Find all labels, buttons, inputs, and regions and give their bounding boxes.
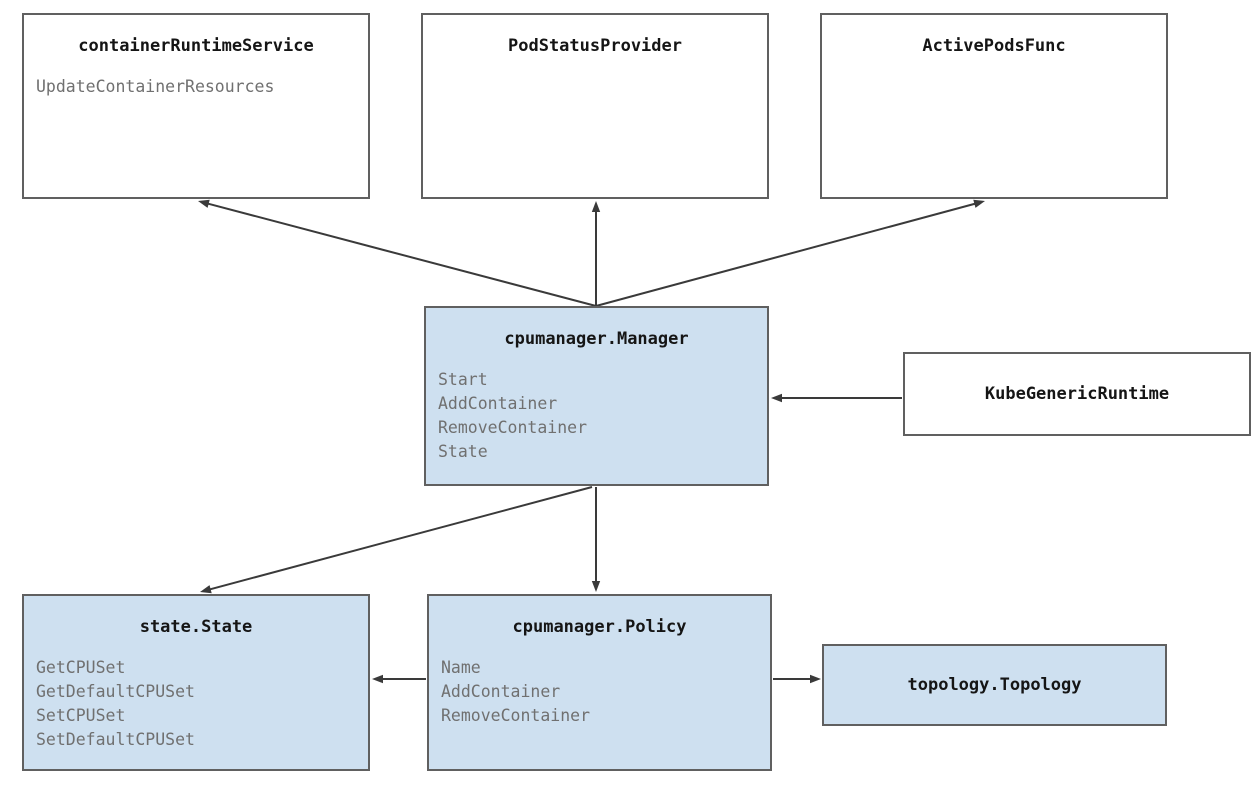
class-node-title: cpumanager.Manager — [504, 329, 689, 349]
arrow-head — [372, 674, 383, 684]
class-node-method: State — [438, 442, 488, 461]
arrow-line — [206, 202, 597, 307]
class-node-method: RemoveContainer — [438, 418, 588, 437]
arrow-line — [208, 486, 593, 591]
arrow-policy-to-topology — [773, 674, 821, 684]
arrow-head — [198, 199, 210, 208]
class-node-title: ActivePodsFunc — [922, 36, 1066, 56]
class-node-method: AddContainer — [438, 394, 558, 413]
class-node-title: topology.Topology — [907, 675, 1082, 695]
class-node-kube-generic-runtime: KubeGenericRuntime — [903, 352, 1251, 436]
arrow-head — [591, 201, 601, 212]
class-node-pod-status-provider: PodStatusProvider — [421, 13, 769, 199]
arrow-head — [810, 674, 821, 684]
arrow-line — [595, 202, 977, 307]
arrow-manager-to-pod-status-provider — [591, 201, 601, 306]
class-node-method: Start — [438, 370, 488, 389]
arrow-head — [200, 585, 212, 594]
arrow-head — [591, 581, 601, 592]
class-node-method: Name — [441, 658, 481, 677]
class-node-method: UpdateContainerResources — [36, 77, 275, 96]
arrow-manager-to-container-runtime-service — [198, 199, 597, 307]
class-node-method: SetCPUSet — [36, 706, 126, 725]
class-node-title: KubeGenericRuntime — [984, 384, 1170, 404]
class-node-title: state.State — [139, 617, 253, 637]
arrow-manager-to-active-pods-func — [595, 199, 985, 307]
class-node-topology-topology: topology.Topology — [822, 644, 1167, 726]
arrow-kube-generic-runtime-to-manager — [771, 393, 902, 403]
class-node-method: AddContainer — [441, 682, 561, 701]
class-node-method: RemoveContainer — [441, 706, 591, 725]
class-node-title: cpumanager.Policy — [512, 617, 687, 637]
class-node-title: PodStatusProvider — [508, 36, 682, 56]
class-node-active-pods-func: ActivePodsFunc — [820, 13, 1168, 199]
class-node-method: GetCPUSet — [36, 658, 126, 677]
arrow-manager-to-state-state — [200, 486, 593, 594]
arrow-policy-to-state-state — [372, 674, 426, 684]
arrow-head — [973, 199, 985, 208]
arrow-head — [771, 393, 782, 403]
class-node-method: SetDefaultCPUSet — [36, 730, 195, 749]
class-node-method-list: UpdateContainerResources — [36, 75, 364, 99]
class-node-title: containerRuntimeService — [78, 36, 314, 56]
arrow-manager-to-policy — [591, 487, 601, 592]
class-node-method: GetDefaultCPUSet — [36, 682, 195, 701]
